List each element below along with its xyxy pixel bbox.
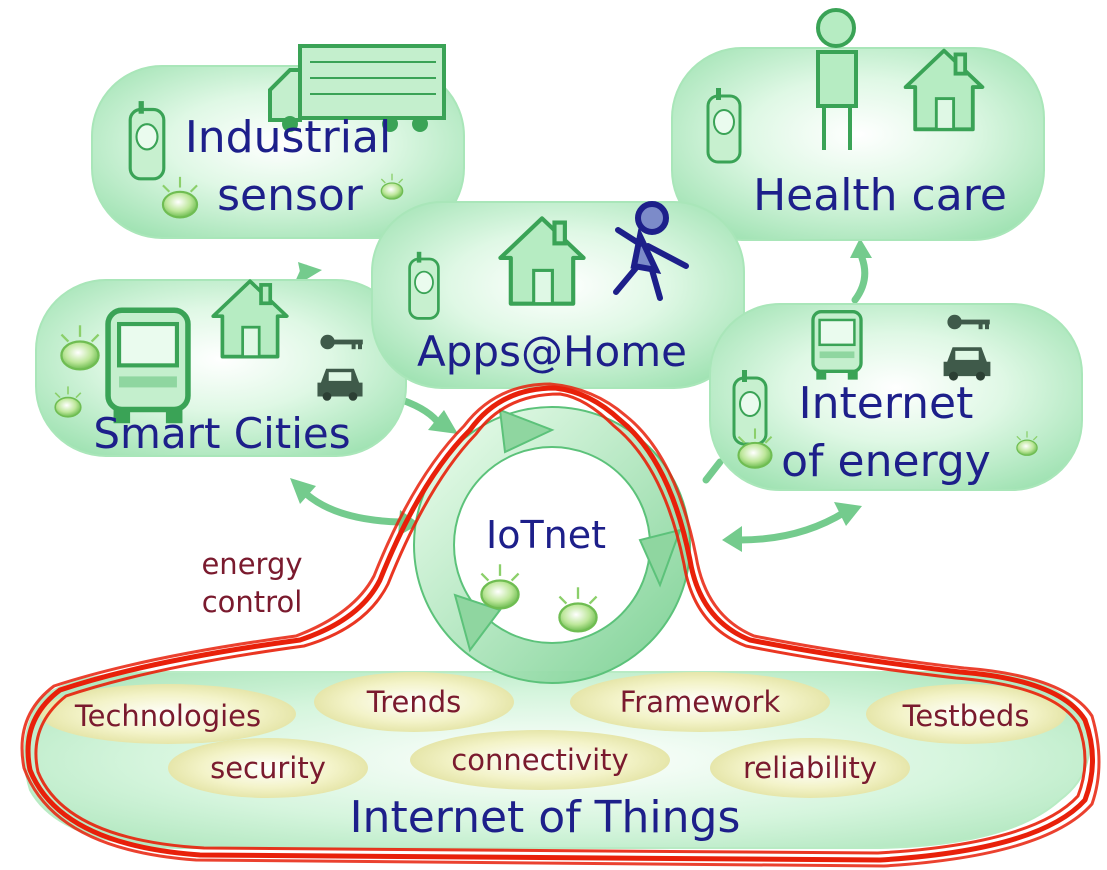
topic-testbeds: Testbeds	[902, 699, 1030, 733]
node-industrial-line1: Industrial	[185, 112, 391, 163]
red-scribble-outline	[20, 382, 1101, 868]
arrow-hub-right-double	[736, 508, 849, 544]
arrow-energy-to-hub	[702, 458, 724, 484]
arrowhead-industrial	[298, 262, 322, 282]
arrow-hub-left-double	[296, 484, 404, 526]
base-platform: Technologies Trends Framework Testbeds s…	[23, 671, 1091, 849]
running-person-icon	[613, 201, 689, 301]
arrowhead-hub-left	[428, 410, 458, 434]
node-industrial-sensor: Industrial sensor	[91, 44, 465, 239]
energy-control-note: energy control	[201, 547, 302, 619]
topic-framework-bubble	[570, 672, 830, 732]
hub-ring-outline-outer	[413, 406, 691, 684]
topic-connectivity: connectivity	[451, 743, 628, 777]
bus-icon	[108, 310, 188, 423]
red-outline-stroke-2	[34, 392, 1087, 855]
topic-trends-bubble	[314, 672, 514, 732]
node-internet-of-energy: Internet of energy	[709, 303, 1083, 491]
energy-control-line1: energy	[201, 547, 302, 581]
topic-security: security	[210, 751, 326, 785]
topic-connectivity-bubble	[410, 730, 670, 790]
node-apps-label: Apps@Home	[417, 327, 687, 376]
topic-technologies-bubble	[40, 684, 296, 744]
hub-arrowhead-top	[498, 408, 555, 454]
energy-control-line2: control	[202, 585, 303, 619]
connector-arrows	[290, 238, 872, 552]
node-energy-line1: Internet	[799, 378, 974, 429]
person-icon	[816, 8, 858, 150]
arrowhead-right-energy	[834, 502, 862, 526]
arrowhead-right-hub	[722, 526, 742, 552]
topic-framework: Framework	[620, 685, 781, 719]
topic-reliability-bubble	[710, 738, 910, 798]
hub-label: IoTnet	[486, 513, 606, 557]
topic-security-bubble	[168, 738, 368, 798]
node-energy-line2: of energy	[781, 436, 991, 487]
bus-icon-energy	[811, 309, 863, 382]
arrowhead-left-cities	[290, 478, 316, 504]
node-cities-label: Smart Cities	[93, 409, 350, 458]
hub-ring: IoTnet	[413, 406, 691, 684]
phone-icon-health	[706, 86, 742, 164]
node-energy-bubble	[709, 303, 1083, 491]
base-title: Internet of Things	[350, 792, 741, 843]
topic-technologies: Technologies	[74, 699, 261, 733]
topic-trends: Trends	[366, 685, 461, 719]
arrow-cities-to-hub	[398, 396, 444, 429]
topic-reliability: reliability	[743, 751, 877, 785]
arrow-energy-to-health	[851, 254, 869, 304]
node-apps-home: Apps@Home	[371, 201, 745, 389]
truck-icon	[268, 44, 446, 132]
hub-arrowhead-right	[638, 528, 682, 588]
topic-testbeds-bubble	[866, 684, 1066, 744]
arrowhead-health	[850, 238, 872, 258]
red-outline-stroke-3	[20, 382, 1101, 868]
node-health-care: Health care	[671, 8, 1045, 241]
node-health-label: Health care	[753, 170, 1007, 221]
hub-arrowhead-bottom	[453, 593, 502, 653]
node-smart-cities: Smart Cities	[35, 279, 407, 458]
red-outline-stroke-1	[25, 385, 1095, 863]
phone-icon-industrial	[128, 99, 166, 181]
phone-icon-energy	[732, 368, 768, 446]
phone-icon-apps	[408, 250, 440, 320]
node-industrial-line2: sensor	[217, 170, 364, 221]
